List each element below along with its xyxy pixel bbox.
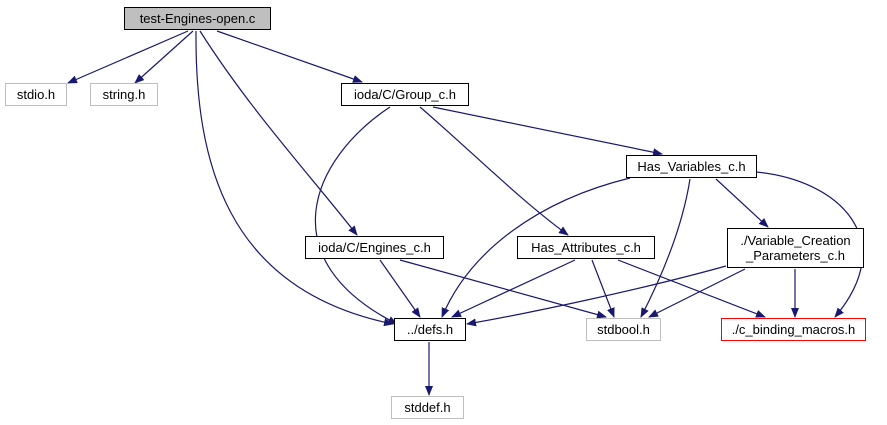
node-test-engines-open-c: test-Engines-open.c xyxy=(124,7,271,30)
node-c-binding-macros-h[interactable]: ./c_binding_macros.h xyxy=(721,318,866,341)
edge-root-to-defs xyxy=(195,30,394,327)
node-stdio-h: stdio.h xyxy=(5,83,67,106)
node-stddef-h: stddef.h xyxy=(391,396,464,419)
edge-has-variables-to-variable-creation xyxy=(715,178,769,228)
node-string-h: string.h xyxy=(90,83,158,106)
edge-group-to-has-variables xyxy=(432,106,663,157)
edge-has-variables-to-defs xyxy=(441,177,631,318)
edge-engines-to-stdbool xyxy=(399,259,607,319)
edge-engines-to-defs xyxy=(379,259,421,318)
node-defs-h[interactable]: ../defs.h xyxy=(394,318,466,341)
edge-has-attributes-to-defs xyxy=(451,259,576,318)
edge-group-to-defs xyxy=(314,106,398,325)
edge-root-to-stdio xyxy=(67,30,189,84)
node-has-variables-c-h[interactable]: Has_Variables_c.h xyxy=(626,155,757,178)
edge-root-to-group xyxy=(216,30,363,83)
edge-root-to-engines xyxy=(199,30,358,236)
node-group-c-h[interactable]: ioda/C/Group_c.h xyxy=(341,83,469,106)
edge-group-to-has-attributes xyxy=(419,106,569,236)
node-variable-creation-parameters-c-h[interactable]: ./Variable_Creation _Parameters_c.h xyxy=(727,228,864,268)
edge-root-to-string xyxy=(134,30,194,84)
edge-has-variables-to-c-binding-macros xyxy=(755,171,864,318)
edge-variable-creation-to-stdbool xyxy=(648,268,746,318)
node-engines-c-h[interactable]: ioda/C/Engines_c.h xyxy=(305,236,444,259)
edge-has-attributes-to-stdbool xyxy=(591,259,615,318)
node-has-attributes-c-h[interactable]: Has_Attributes_c.h xyxy=(517,236,655,259)
edge-has-attributes-to-c-binding-macros xyxy=(617,259,766,318)
edge-variable-creation-to-defs xyxy=(466,265,727,327)
node-stdbool-h: stdbool.h xyxy=(586,318,661,341)
edge-has-variables-to-stdbool xyxy=(640,178,691,318)
